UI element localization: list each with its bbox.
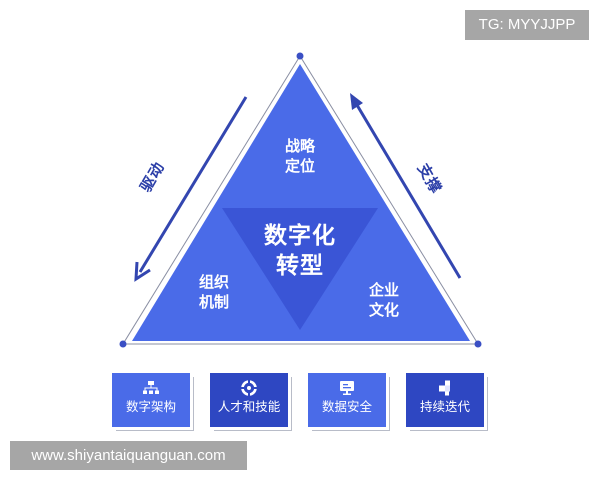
outer-outline-triangle <box>122 55 479 345</box>
center-label-line2: 转型 <box>276 252 324 279</box>
right-label-line2: 文化 <box>368 301 399 320</box>
pillar-continuous-iteration: 持续迭代 <box>406 373 484 427</box>
pillar-data-security: 数据安全 <box>308 373 386 427</box>
pillar-digital-architecture: 数字架构 <box>112 373 190 427</box>
apex-node-dot <box>296 52 304 60</box>
right-node-dot <box>474 340 482 348</box>
corporate-culture-label: 企业 文化 <box>346 280 422 321</box>
inner-inverted-triangle <box>222 208 378 330</box>
pillar-label: 数字架构 <box>125 399 176 414</box>
pillar-label: 数据安全 <box>321 399 372 414</box>
right-label-line1: 企业 <box>368 281 399 299</box>
drive-arrow-icon <box>134 96 248 282</box>
pillar-label: 人才和技能 <box>217 399 281 414</box>
digital-transformation-label: 数字化 转型 <box>240 222 360 282</box>
watermark-top-right: TG: MYYJJPP <box>465 10 589 40</box>
pillar-label: 持续迭代 <box>419 399 470 414</box>
watermark-bottom-left: www.shiyantaiquanguan.com <box>10 441 247 470</box>
left-node-dot <box>119 340 127 348</box>
org-mechanism-label: 组织 机制 <box>176 272 252 313</box>
puzzle-blocks-icon <box>439 380 450 396</box>
top-label-line1: 战略 <box>284 137 315 155</box>
pillar-talent-skills: 人才和技能 <box>210 373 288 427</box>
left-label-line2: 机制 <box>198 293 229 312</box>
target-ring-icon <box>241 380 257 396</box>
top-label-line2: 定位 <box>284 157 315 176</box>
pillar-boxes: 数字架构 人才和技能 数据安全 <box>112 373 492 429</box>
left-label-line1: 组织 <box>198 273 229 291</box>
monitor-icon <box>340 381 354 395</box>
support-arrow-icon <box>350 93 462 279</box>
org-chart-icon <box>143 381 159 394</box>
center-label-line1: 数字化 <box>264 223 336 249</box>
strategic-positioning-label: 战略 定位 <box>262 136 338 177</box>
main-triangle <box>132 64 470 341</box>
